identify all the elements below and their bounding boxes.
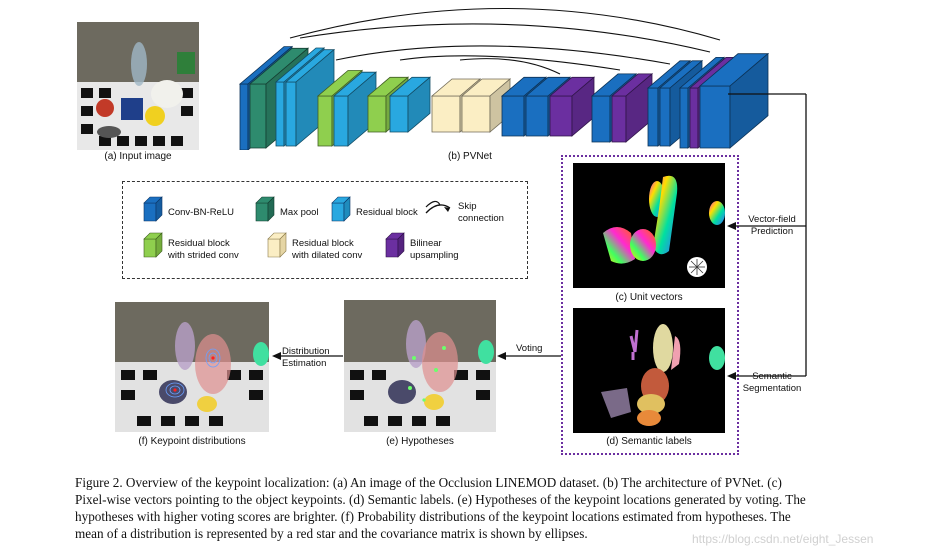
legend-label-maxpool: Max pool (280, 207, 319, 218)
legend-maxpool-icon (255, 196, 275, 222)
pvnet-diagram (238, 7, 770, 150)
watermark: https://blog.csdn.net/eight_Jessen (692, 532, 874, 546)
pvnet-skip-5 (459, 58, 561, 75)
figure-caption-line2: Pixel-wise vectors pointing to the objec… (75, 492, 806, 507)
legend-label-skip-line1: Skip (458, 201, 477, 212)
label-semantic-segmentation: Semantic Segmentation (738, 371, 806, 395)
legend-box (122, 181, 528, 279)
legend-skip-arrow-icon (425, 200, 440, 208)
legend-bilinear-icon (385, 232, 405, 258)
legend-label-dilated-line2: with dilated conv (292, 250, 363, 261)
pvnet-skip-3 (335, 45, 671, 65)
legend-label-strided: Residual block with strided conv (168, 238, 239, 262)
legend-label-strided-line1: Residual block (168, 238, 230, 249)
legend-label-skip-line2: connection (458, 213, 504, 224)
connector-arrows (272, 93, 807, 380)
caption-input-image: (a) Input image (104, 151, 172, 162)
label-distribution-line1: Distribution (282, 346, 330, 357)
legend-label-dilated: Residual block with dilated conv (292, 238, 362, 262)
keypoint-distributions-graphic (115, 302, 269, 432)
hypotheses-graphic (344, 300, 496, 432)
input-image (77, 22, 199, 150)
output-panel-border (561, 155, 739, 455)
legend-label-residual: Residual block (356, 207, 418, 218)
legend-strided-icon (143, 232, 163, 258)
legend-label-dilated-line1: Residual block (292, 238, 354, 249)
pvnet-skip-1 (289, 7, 721, 41)
legend-label-bilinear-line1: Bilinear (410, 238, 442, 249)
pvnet-block-residual-4 (388, 76, 432, 133)
figure-caption-line1: Figure 2. Overview of the keypoint local… (75, 475, 782, 490)
legend-label-conv: Conv-BN-ReLU (168, 207, 234, 218)
legend-skip-arrow (425, 204, 451, 214)
label-vector-field: Vector-field Prediction (740, 214, 804, 238)
pvnet-skip-4 (399, 55, 621, 71)
caption-semantic-labels: (d) Semantic labels (606, 436, 692, 447)
legend-icons (143, 196, 440, 258)
legend-conv-icon (143, 196, 163, 222)
legend-residual-icon (331, 196, 351, 222)
legend-label-skip: Skip connection (458, 201, 504, 225)
caption-pvnet: (b) PVNet (448, 151, 492, 162)
label-semantic-line2: Segmentation (742, 383, 802, 394)
caption-hypotheses: (e) Hypotheses (386, 436, 454, 447)
label-vector-field-line1: Vector-field (748, 214, 796, 225)
semantic-labels-image (573, 308, 725, 433)
label-semantic-line1: Semantic (752, 371, 792, 382)
hypotheses-image (344, 300, 496, 432)
caption-keypoint-distributions: (f) Keypoint distributions (138, 436, 246, 447)
legend-label-strided-line2: with strided conv (168, 250, 239, 261)
figure-caption-line3: hypotheses with higher voting scores are… (75, 509, 791, 524)
pvnet-block-bilinear-1 (548, 76, 596, 137)
legend-label-bilinear: Bilinear upsampling (410, 238, 459, 262)
label-voting: Voting (516, 343, 543, 354)
figure-caption-line4: mean of a distribution is represented by… (75, 526, 588, 541)
keypoint-distributions-image (115, 302, 269, 432)
caption-unit-vectors: (c) Unit vectors (615, 292, 683, 303)
label-distribution-line2: Estimation (282, 358, 327, 369)
input-image-graphic (77, 22, 199, 150)
legend-dilated-icon (267, 232, 287, 258)
unit-vectors-graphic (603, 175, 725, 277)
label-distribution-estimation: Distribution Estimation (282, 346, 330, 370)
pvnet-skip-2 (299, 23, 711, 53)
semantic-labels-graphic (601, 324, 725, 426)
figure-caption: Figure 2. Overview of the keypoint local… (75, 474, 890, 542)
label-vector-field-line2: Prediction (750, 226, 794, 237)
pvnet-block-conv-8 (698, 52, 770, 149)
pvnet-block-bilinear-2 (610, 73, 654, 143)
legend-label-bilinear-line2: upsampling (410, 250, 459, 261)
unit-vectors-image (573, 163, 725, 288)
